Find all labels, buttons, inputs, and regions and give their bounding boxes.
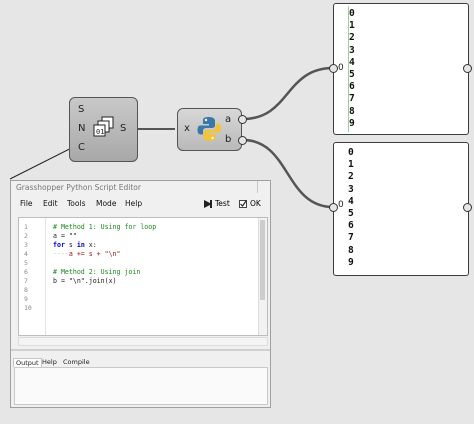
output-port-b[interactable]: b <box>225 134 232 145</box>
panel-b-output-grip[interactable] <box>463 203 472 212</box>
panel-a-input-grip[interactable] <box>329 64 338 73</box>
line-number: 6 <box>24 268 28 276</box>
vertical-scrollbar[interactable] <box>258 218 267 335</box>
python-logo-icon <box>197 117 221 141</box>
code-token: x: <box>84 241 97 249</box>
output-panel[interactable] <box>14 367 268 405</box>
run-icon <box>204 200 212 208</box>
python-script-editor-window: Grasshopper Python Script Editor File Ed… <box>10 180 271 408</box>
menu-file[interactable]: File <box>20 199 33 208</box>
line-number-gutter: 1 2 3 4 5 6 7 8 9 10 <box>19 218 46 335</box>
panel-output-b[interactable]: 0 0 1 2 3 4 5 6 7 8 9 <box>333 142 469 276</box>
list-item: 8 <box>349 105 355 117</box>
list-item: 8 <box>348 244 354 256</box>
panel-output-a[interactable]: 0 0 1 2 3 4 5 6 7 8 9 <box>333 3 469 135</box>
keyword-for: for <box>53 241 65 249</box>
list-item: 1 <box>349 20 355 32</box>
line-number: 4 <box>24 250 28 258</box>
editor-title: Grasshopper Python Script Editor <box>16 183 141 192</box>
panel-a-guide-line <box>348 6 349 132</box>
input-port-x[interactable]: x <box>184 123 190 134</box>
keyword-in: in <box>76 241 85 249</box>
code-token: a += s + "\n" <box>68 250 121 258</box>
panel-b-input-label: 0 <box>338 200 344 210</box>
tab-compile[interactable]: Compile <box>63 358 90 366</box>
output-port-a[interactable]: a <box>225 114 232 125</box>
ok-label: OK <box>250 199 261 208</box>
input-port-s[interactable]: S <box>78 104 85 115</box>
output-grip-b[interactable] <box>238 136 247 145</box>
number-generator-component[interactable]: S N C S 01 <box>69 97 138 162</box>
code-line-1: # Method 1: Using for loop <box>53 223 157 231</box>
horizontal-scrollbar[interactable] <box>18 337 268 346</box>
output-grip-a[interactable] <box>238 115 247 124</box>
code-token: s <box>64 241 77 249</box>
input-port-n[interactable]: N <box>78 123 86 134</box>
code-line-6: # Method 2: Using join <box>53 268 141 276</box>
list-item: 6 <box>348 220 354 232</box>
wire-a-to-panel <box>242 66 334 121</box>
list-item: 9 <box>349 117 355 129</box>
panel-b-list: 0 1 2 3 4 5 6 7 8 9 <box>348 147 354 269</box>
indent-guide: ···· <box>53 250 69 258</box>
panel-a-input-label: 0 <box>338 63 344 73</box>
code-line-7: b = "\n".join(x) <box>53 277 117 285</box>
number-stack-icon: 01 <box>93 116 114 137</box>
output-port-s[interactable]: S <box>120 123 127 134</box>
line-number: 2 <box>24 232 28 240</box>
panel-a-output-grip[interactable] <box>463 64 472 73</box>
list-item: 6 <box>349 81 355 93</box>
line-number: 8 <box>24 286 28 294</box>
code-editor[interactable]: 1 2 3 4 5 6 7 8 9 10 # Method 1: Using f… <box>18 217 268 336</box>
wire-b-to-panel <box>242 138 334 209</box>
list-item: 7 <box>349 93 355 105</box>
list-item: 2 <box>349 32 355 44</box>
code-line-2: a = "" <box>53 232 77 240</box>
code-line-3: for s in x: <box>53 241 97 249</box>
checkbox-icon <box>239 200 247 208</box>
list-item: 0 <box>348 147 354 158</box>
line-number: 9 <box>24 295 28 303</box>
list-item: 4 <box>349 56 355 68</box>
python-script-component[interactable]: x a b <box>177 108 242 151</box>
line-number: 3 <box>24 241 28 249</box>
menu-tools[interactable]: Tools <box>67 199 86 208</box>
svg-text:01: 01 <box>96 128 104 136</box>
menu-mode[interactable]: Mode <box>96 199 117 208</box>
window-corner <box>257 181 270 193</box>
list-item: 3 <box>349 44 355 56</box>
editor-menubar: File Edit Tools Mode Help Test OK <box>11 198 270 212</box>
list-item: 5 <box>348 207 354 219</box>
test-label: Test <box>215 199 230 208</box>
menu-edit[interactable]: Edit <box>43 199 58 208</box>
list-item: 2 <box>348 171 354 183</box>
panel-a-list: 0 1 2 3 4 5 6 7 8 9 <box>349 8 355 130</box>
tab-output[interactable]: Output <box>13 358 42 367</box>
list-item: 4 <box>348 195 354 207</box>
line-number: 7 <box>24 277 28 285</box>
line-number: 1 <box>24 223 28 231</box>
list-item: 0 <box>349 8 355 19</box>
line-number: 10 <box>24 304 32 312</box>
panel-b-input-grip[interactable] <box>329 203 338 212</box>
splitter[interactable] <box>11 349 270 351</box>
menu-help[interactable]: Help <box>125 199 143 208</box>
list-item: 7 <box>348 232 354 244</box>
code-line-4: ····a += s + "\n" <box>53 250 121 258</box>
list-item: 1 <box>348 159 354 171</box>
list-item: 3 <box>348 183 354 195</box>
tab-help[interactable]: Help <box>42 358 57 366</box>
list-item: 9 <box>348 256 354 268</box>
input-port-c[interactable]: C <box>78 142 85 153</box>
line-number: 5 <box>24 259 28 267</box>
scrollbar-thumb[interactable] <box>260 220 265 300</box>
list-item: 5 <box>349 68 355 80</box>
